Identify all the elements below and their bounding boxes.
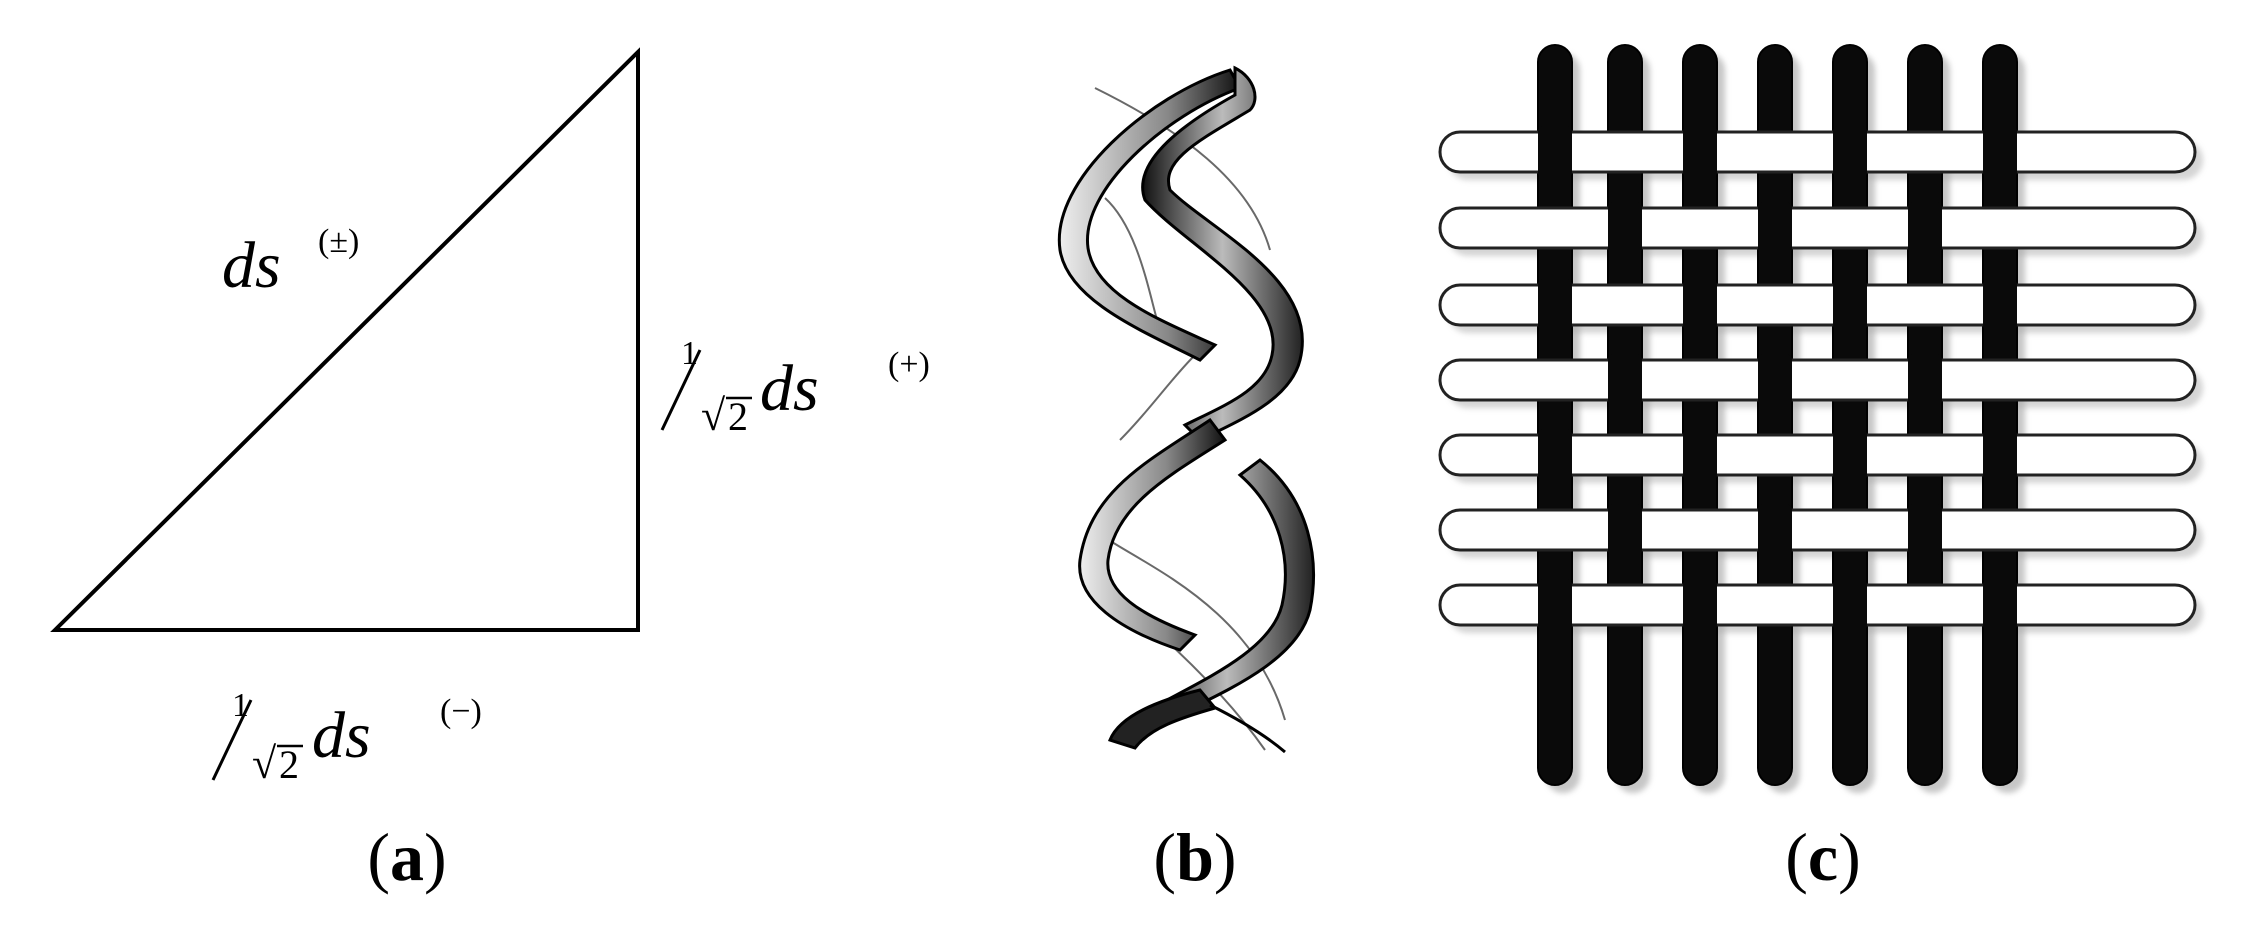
weave-crossing-over: [1908, 354, 1942, 406]
weave-crossing-over: [1608, 504, 1642, 556]
weave-over-layer: [1538, 126, 2017, 631]
helix-ribbon-lower-tail: [1108, 688, 1218, 750]
vertical-leg-superscript: (+): [888, 346, 930, 383]
panel-c: [1438, 44, 2203, 793]
caption-b-close: ): [1214, 819, 1237, 895]
helix-ribbon-middle: [1078, 417, 1228, 652]
weave-crossing-over: [1983, 579, 2017, 631]
weave-crossing-over: [1833, 126, 1867, 178]
weave-crossing-over: [1538, 126, 1572, 178]
weave-crossing-over: [1538, 429, 1572, 481]
caption-c: (c): [1785, 819, 1861, 895]
weave-crossing-over: [1983, 126, 2017, 178]
caption-b: (b): [1153, 819, 1236, 895]
horizontal-leg-superscript: (−): [440, 693, 482, 730]
caption-a-close: ): [424, 819, 447, 895]
caption-b-letter: b: [1176, 819, 1214, 895]
hypotenuse-superscript: (±): [318, 223, 359, 260]
vertical-leg-label: 1 √ 2 ds (+): [660, 335, 930, 440]
helix-ribbon-lower-right: [1137, 458, 1315, 733]
horizontal-leg-fraction-slash: [211, 699, 253, 781]
vertical-leg-fraction-slash: [660, 349, 702, 431]
vertical-leg-numerator: 1: [681, 335, 698, 372]
panel-a: ds (±) 1 √ 2 ds (+) 1 √ 2 ds (−): [50, 47, 930, 788]
caption-c-close: ): [1838, 819, 1861, 895]
weave-horizontal-thread: [1438, 206, 2197, 250]
weave-crossing-over: [1833, 279, 1867, 331]
caption-c-open: (: [1785, 819, 1808, 895]
helix-guide-strands: [1094, 87, 1286, 751]
helix-ribbon-lower-tail-right: [1209, 703, 1286, 754]
vertical-leg-main: ds: [760, 352, 819, 425]
horizontal-leg-numerator: 1: [232, 687, 249, 724]
weave-crossing-over: [1833, 579, 1867, 631]
right-triangle: [50, 47, 640, 632]
svg-text:(a): (a): [367, 819, 446, 895]
weave-horizontal-thread: [1438, 508, 2197, 552]
weave-crossing-over: [1683, 279, 1717, 331]
svg-text:(b): (b): [1153, 819, 1236, 895]
helix-ribbon-upper-left: [1057, 68, 1243, 362]
caption-a: (a): [367, 819, 446, 895]
caption-a-open: (: [367, 819, 390, 895]
weave-crossing-over: [1758, 504, 1792, 556]
horizontal-leg-main: ds: [312, 699, 371, 772]
weave-crossing-over: [1538, 579, 1572, 631]
weave-crossing-over: [1983, 429, 2017, 481]
weave-crossing-over: [1608, 354, 1642, 406]
vertical-leg-radical: √: [701, 391, 726, 440]
weave-crossing-over: [1908, 202, 1942, 254]
vertical-leg-radicand: 2: [728, 394, 748, 439]
weave-crossing-over: [1833, 429, 1867, 481]
weave-crossing-over: [1683, 126, 1717, 178]
weave-crossing-over: [1908, 504, 1942, 556]
weave-crossing-over: [1683, 579, 1717, 631]
weave-crossing-over: [1683, 429, 1717, 481]
panel-b: [1057, 65, 1315, 754]
horizontal-leg-radicand: 2: [279, 742, 299, 787]
weave-horizontal-thread: [1438, 358, 2197, 402]
caption-a-letter: a: [390, 819, 424, 895]
hypotenuse-main: ds: [222, 229, 281, 302]
hypotenuse-label: ds (±): [222, 223, 359, 302]
caption-c-letter: c: [1808, 819, 1838, 895]
weave-crossing-over: [1538, 279, 1572, 331]
horizontal-leg-label: 1 √ 2 ds (−): [211, 687, 482, 788]
weave-crossing-over: [1758, 202, 1792, 254]
weave-crossing-over: [1758, 354, 1792, 406]
horizontal-leg-radical: √: [252, 739, 277, 788]
weave-crossing-over: [1983, 279, 2017, 331]
svg-text:(c): (c): [1785, 819, 1861, 895]
helix-ribbon-upper-right: [1141, 65, 1304, 442]
weave-crossing-over: [1608, 202, 1642, 254]
caption-b-open: (: [1153, 819, 1176, 895]
